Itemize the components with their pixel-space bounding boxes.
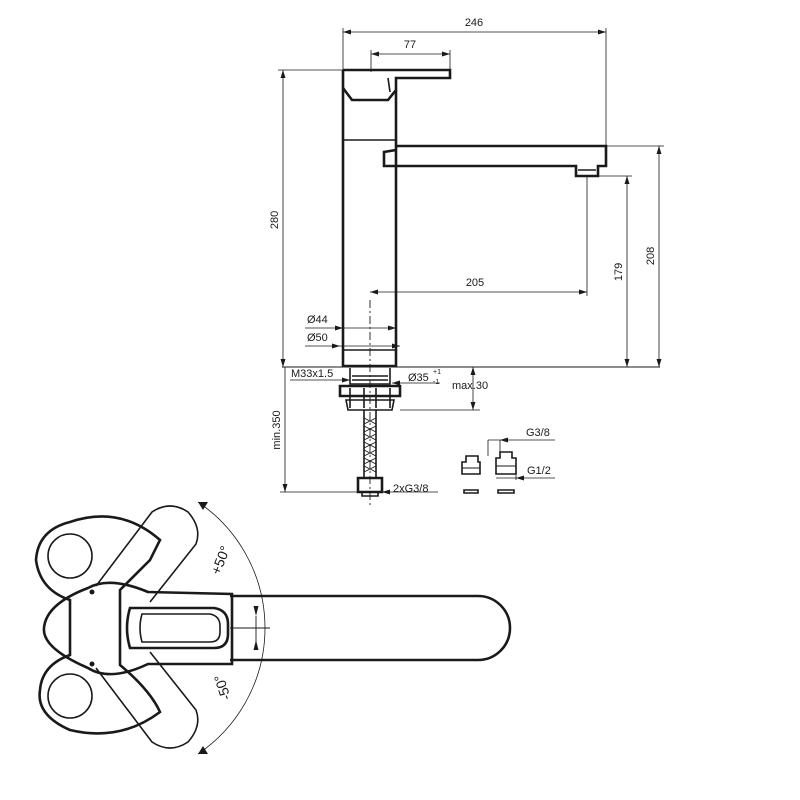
label-179: 179 bbox=[613, 263, 625, 281]
label-g12: G1/2 bbox=[527, 465, 551, 477]
spout-top bbox=[230, 594, 512, 662]
label-208: 208 bbox=[645, 247, 657, 265]
label-minus50: -50° bbox=[211, 673, 234, 703]
lever-housing bbox=[42, 581, 234, 676]
label-max30: max.30 bbox=[452, 380, 488, 392]
label-205: 205 bbox=[466, 277, 484, 289]
label-hose-connection: 2xG3/8 bbox=[393, 483, 428, 495]
label-246: 246 bbox=[465, 17, 483, 29]
label-d35: Ø35 bbox=[408, 372, 429, 384]
mounting-nut bbox=[338, 384, 402, 398]
supply-hoses bbox=[363, 410, 377, 478]
adapter-fittings bbox=[461, 437, 555, 494]
label-min350: min.350 bbox=[271, 410, 283, 449]
dimension-lines bbox=[278, 28, 664, 495]
label-280: 280 bbox=[269, 211, 281, 229]
faucet-body bbox=[341, 70, 398, 368]
base-plate bbox=[34, 515, 162, 735]
label-tol-upper: +1 bbox=[433, 369, 441, 376]
label-d44: Ø44 bbox=[307, 314, 328, 326]
label-g38: G3/8 bbox=[526, 427, 550, 439]
label-77: 77 bbox=[404, 39, 416, 51]
faucet-top-view bbox=[34, 501, 512, 755]
dimension-labels: 246 77 280 208 179 205 Ø44 Ø50 M33x1.5 Ø… bbox=[207, 17, 657, 702]
label-thread: M33x1.5 bbox=[291, 368, 333, 380]
lever-handle bbox=[341, 68, 452, 102]
label-tol-lower: -1 bbox=[433, 379, 439, 386]
label-d50: Ø50 bbox=[307, 332, 328, 344]
spout bbox=[382, 144, 608, 178]
label-plus50: +50° bbox=[207, 544, 233, 577]
